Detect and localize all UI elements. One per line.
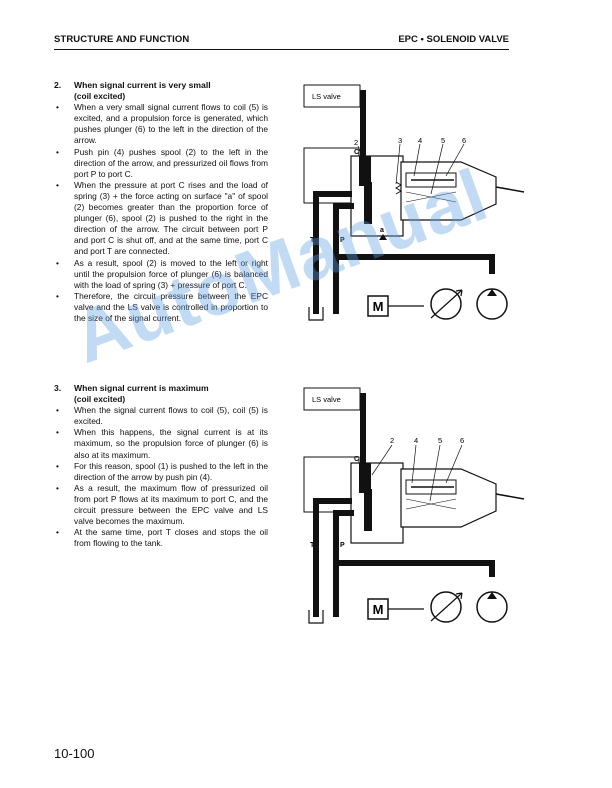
port-c-chamber xyxy=(359,463,371,493)
port-c-label: C xyxy=(354,456,359,463)
epc-valve-diagram-small-current: LS valve M 2 3 4 5 6 C T P a xyxy=(303,84,525,321)
tank-line xyxy=(313,498,352,617)
callout-4: 4 xyxy=(414,436,418,445)
spool xyxy=(364,489,372,531)
section-3-heading: 3. When signal current is maximum xyxy=(54,383,268,394)
callout-leaders xyxy=(357,143,465,195)
pump-variable-arrow xyxy=(430,289,463,319)
header-component-title: EPC • SOLENOID VALVE xyxy=(398,34,509,45)
section-2-bullet: Push pin (4) pushes spool (2) to the lef… xyxy=(54,147,268,180)
coil-winding xyxy=(405,191,457,203)
section-3-bullet: For this reason, spool (1) is pushed to … xyxy=(54,461,268,483)
pump-flow-arrow xyxy=(487,592,497,599)
callout-4: 4 xyxy=(418,136,422,145)
pump-flow-arrow xyxy=(487,289,497,296)
tank-symbol xyxy=(308,610,324,624)
connector-lead xyxy=(495,493,525,500)
port-p-label: P xyxy=(340,237,345,244)
section-3-bullet: When the signal current flows to coil (5… xyxy=(54,405,268,427)
pump-supply-line xyxy=(336,560,495,577)
port-c-label: C xyxy=(354,149,359,156)
pump-pressure-line xyxy=(333,203,354,314)
spool xyxy=(364,182,372,224)
page-header: STRUCTURE AND FUNCTION EPC • SOLENOID VA… xyxy=(54,33,509,50)
section-3-number: 3. xyxy=(54,383,62,393)
section-3-title: When signal current is maximum xyxy=(74,383,209,393)
callout-6: 6 xyxy=(460,436,464,445)
callout-2: 2 xyxy=(390,436,394,445)
section-3-bullet: When this happens, the signal current is… xyxy=(54,427,268,460)
pump-pressure-line xyxy=(333,510,354,617)
section-2-number: 2. xyxy=(54,80,62,90)
spool-detail xyxy=(379,234,387,240)
header-section-title: STRUCTURE AND FUNCTION xyxy=(54,34,190,45)
spring xyxy=(395,181,402,195)
section-3-bullet: At the same time, port T closes and stop… xyxy=(54,527,268,549)
callout-6: 6 xyxy=(462,136,466,145)
section-3-subtitle: (coil excited) xyxy=(74,394,126,405)
motor-label: M xyxy=(373,602,384,617)
tank-symbol xyxy=(308,307,324,321)
epc-valve-diagram-max-current: LS valve M 2 4 5 6 C T P xyxy=(303,387,525,624)
section-3-bullet: As a result, the maximum flow of pressur… xyxy=(54,483,268,527)
port-c-chamber xyxy=(359,156,371,186)
ls-valve-label: LS valve xyxy=(312,92,341,101)
connector-lead xyxy=(495,186,525,193)
section-3: 3. When signal current is maximum (coil e… xyxy=(54,383,268,549)
callout-2: 2 xyxy=(354,138,358,147)
port-t-label: T xyxy=(310,237,315,244)
section-2: 2. When signal current is very small (coi… xyxy=(54,80,268,324)
surface-a-label: a xyxy=(380,227,384,234)
section-2-bullet: When the pressure at port C rises and th… xyxy=(54,180,268,258)
valve-housing xyxy=(350,155,404,237)
port-p-label: P xyxy=(340,542,345,549)
valve-housing xyxy=(350,462,404,544)
pump-variable-arrow xyxy=(430,592,463,622)
callout-3: 3 xyxy=(398,136,402,145)
port-t-label: T xyxy=(310,542,315,549)
callout-5: 5 xyxy=(438,436,442,445)
page-number: 10-100 xyxy=(54,746,95,761)
section-2-subtitle: (coil excited) xyxy=(74,91,126,102)
tank-line xyxy=(313,191,352,314)
motor-label: M xyxy=(373,299,384,314)
pump-supply-line xyxy=(336,254,495,274)
callout-5: 5 xyxy=(441,136,445,145)
ls-valve-label: LS valve xyxy=(312,395,341,404)
section-2-heading: 2. When signal current is very small xyxy=(54,80,268,91)
section-2-bullet: When a very small signal current flows t… xyxy=(54,102,268,146)
section-2-title: When signal current is very small xyxy=(74,80,211,90)
section-3-bullet-list: When the signal current flows to coil (5… xyxy=(54,405,268,549)
section-2-bullet: Therefore, the circuit pressure between … xyxy=(54,291,268,324)
callout-leaders xyxy=(371,444,463,502)
section-2-bullet-list: When a very small signal current flows t… xyxy=(54,102,268,324)
section-2-bullet: As a result, spool (2) is moved to the l… xyxy=(54,258,268,291)
coil-winding xyxy=(405,498,457,510)
